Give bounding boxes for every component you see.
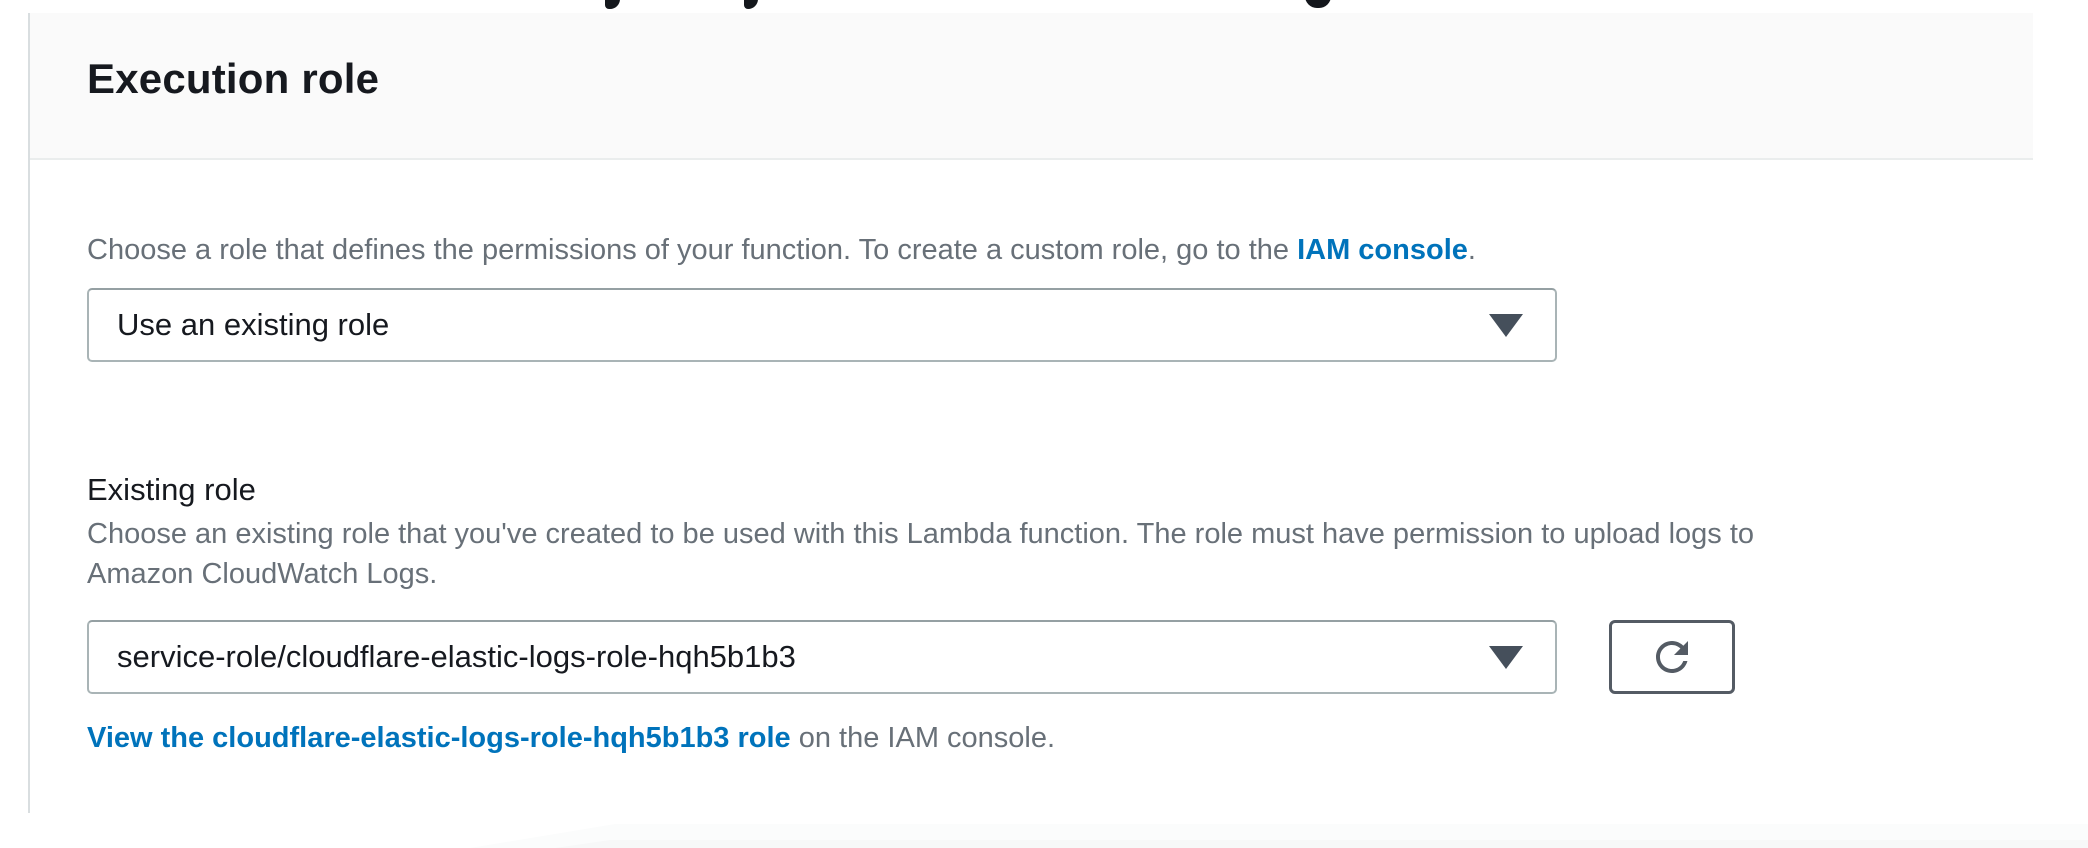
role-source-description: Choose a role that defines the permissio… (87, 230, 2033, 270)
existing-role-label: Existing role (87, 472, 256, 507)
iam-console-link[interactable]: IAM console (1297, 234, 1468, 266)
existing-role-select[interactable]: service-role/cloudflare-elastic-logs-rol… (87, 620, 1557, 694)
caret-down-icon (1489, 645, 1523, 669)
view-role-link[interactable]: View the cloudflare-elastic-logs-role-hq… (87, 722, 791, 754)
role-source-description-suffix: . (1467, 234, 1476, 266)
existing-role-description-line1: Choose an existing role that you've crea… (87, 518, 1755, 550)
caret-down-icon (1489, 313, 1523, 337)
panel-header: Execution role (30, 13, 2033, 160)
view-role-line: View the cloudflare-elastic-logs-role-hq… (87, 718, 2033, 758)
cutoff-text-descender (605, 0, 620, 9)
role-source-select[interactable]: Use an existing role (87, 288, 1557, 362)
panel-title: Execution role (87, 55, 380, 102)
existing-role-row: service-role/cloudflare-elastic-logs-rol… (87, 594, 2033, 694)
role-source-description-text: Choose a role that defines the permissio… (87, 234, 1298, 266)
cutoff-text-descender (1305, 0, 1331, 8)
execution-role-panel: Execution role Choose a role that define… (28, 13, 2033, 813)
refresh-roles-button[interactable] (1609, 620, 1735, 694)
cutoff-text-descender (744, 0, 758, 9)
existing-role-description: Choose an existing role that you've crea… (87, 514, 2033, 594)
role-source-select-value: Use an existing role (117, 307, 390, 342)
refresh-icon (1648, 633, 1696, 681)
existing-role-select-value: service-role/cloudflare-elastic-logs-rol… (117, 639, 796, 674)
existing-role-description-line2: Amazon CloudWatch Logs. (87, 558, 438, 590)
panel-body: Choose a role that defines the permissio… (30, 160, 2033, 758)
next-section-top-strip (555, 840, 2088, 848)
view-role-link-suffix: on the IAM console. (790, 722, 1056, 754)
